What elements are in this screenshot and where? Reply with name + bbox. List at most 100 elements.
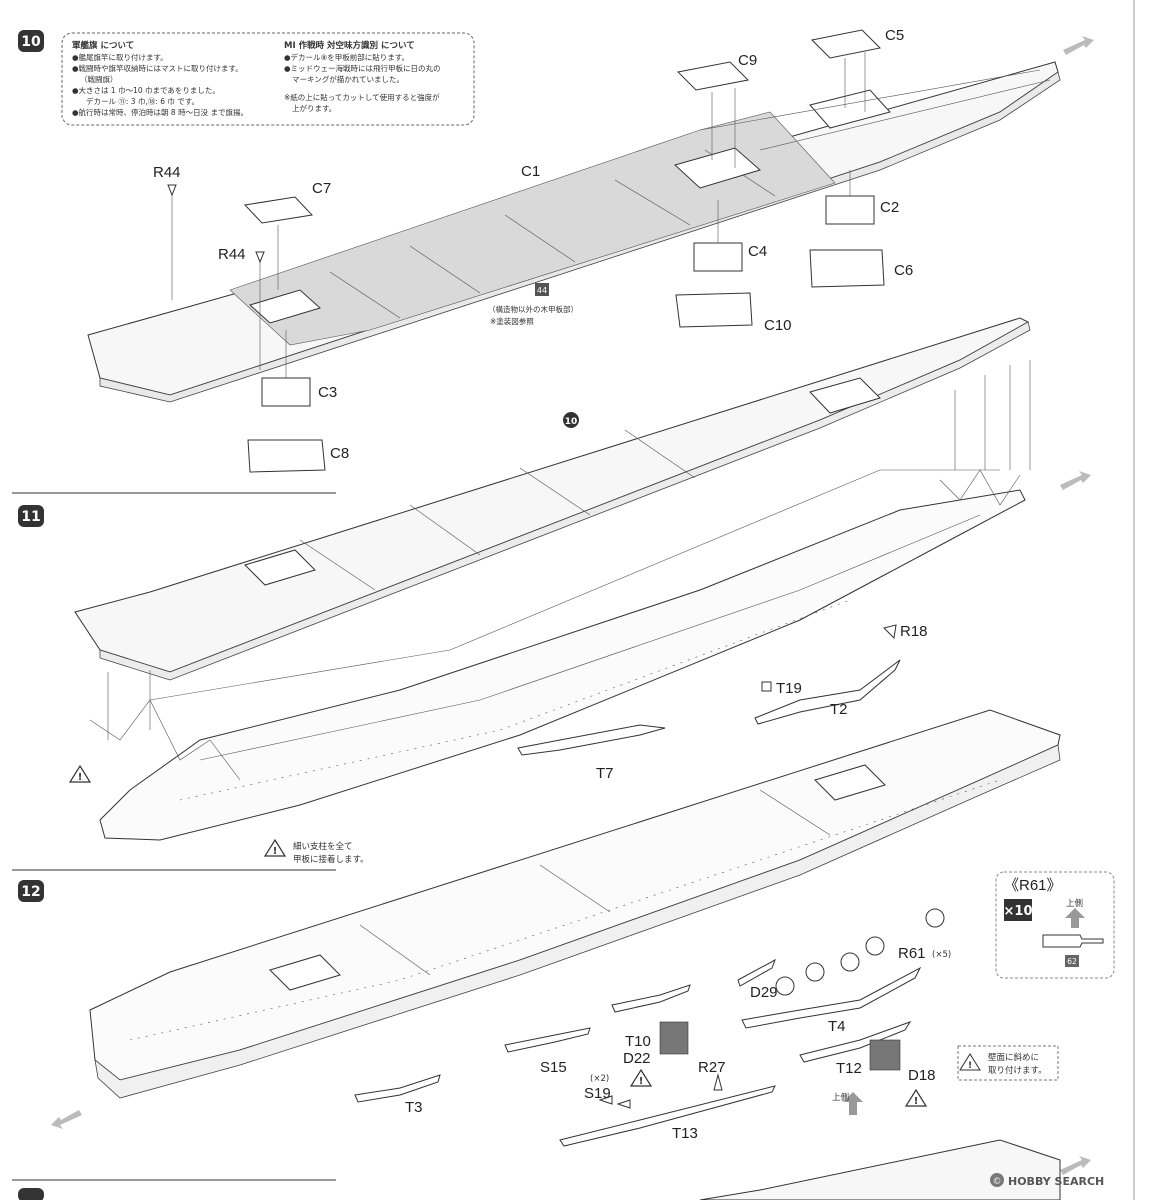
- support-struts: [89, 699, 241, 781]
- label-d29: D29: [750, 984, 778, 1001]
- r61-inset-up: 上側: [1066, 898, 1083, 909]
- warning-icon: [904, 1088, 928, 1107]
- note-left-line: ●戦闘時や旗竿収納時にはマストに取り付けます。: [72, 63, 243, 73]
- label-t12: T12: [836, 1060, 862, 1077]
- step-11-number: 11: [21, 509, 40, 525]
- deck-panel-line: [539, 864, 611, 913]
- part-c8-well: [247, 439, 326, 473]
- part-c9-elevator: [676, 61, 750, 91]
- watermark-symbol: ©: [993, 1177, 1002, 1187]
- part-c6-well: [809, 249, 885, 288]
- label-r44: R44: [218, 246, 246, 263]
- part-t3-boom: [354, 1074, 441, 1103]
- step-10-badge: [18, 30, 44, 52]
- r61-inset-box: [995, 871, 1115, 979]
- part-t12-boom: [799, 1021, 912, 1063]
- note-left-line: ●艦尾旗竿に取り付けます。: [72, 52, 168, 62]
- paint-note: （構造物以外の木甲板部）: [488, 304, 578, 314]
- part-t2-boom: [754, 659, 901, 725]
- warning-icon-mark: !: [78, 772, 83, 783]
- part-r61-gun: [805, 962, 825, 982]
- part-r18: [883, 624, 897, 640]
- warning-icon: [629, 1068, 653, 1087]
- label-r27: R27: [698, 1059, 726, 1076]
- deck-panel-line: [759, 789, 831, 836]
- watermark: © HOBBY SEARCH: [990, 1173, 1104, 1188]
- label-d22: D22: [623, 1050, 651, 1067]
- step-12-badge: [18, 880, 44, 902]
- hull-gallery-line: [199, 514, 981, 761]
- label-r44: R44: [153, 164, 181, 181]
- label-t4: T4: [828, 1018, 846, 1035]
- part-t13-boom: [559, 1085, 776, 1147]
- step-12-number: 12: [21, 884, 40, 900]
- warning-note-text: 壁面に斜めに: [988, 1052, 1039, 1063]
- paint-number-badge: [535, 283, 549, 296]
- step-13-badge: [18, 1188, 44, 1200]
- r61-multiplier-badge: [1004, 899, 1032, 921]
- step-ref-badge: [563, 412, 579, 428]
- note-right-line: ※紙の上に貼ってカットして使用すると強度が: [284, 92, 440, 102]
- note-right-line: ●デカール⑨を甲板前部に貼ります。: [284, 52, 409, 62]
- label-c7: C7: [312, 180, 331, 197]
- elevator: [814, 764, 886, 801]
- part-r27: [713, 1073, 723, 1091]
- label-t13: T13: [672, 1125, 698, 1142]
- label-c1: C1: [521, 163, 540, 180]
- step-11-badge: [18, 505, 44, 527]
- part-s19: [616, 1099, 631, 1109]
- label-r18: R18: [900, 623, 928, 640]
- warning-note-text: 取り付けます。: [988, 1065, 1047, 1076]
- note-right-line: ●ミッドウェー海戦時には飛行甲板に日の丸の: [284, 63, 441, 73]
- deck-panel-line: [614, 179, 691, 226]
- label-r61: R61: [898, 945, 926, 962]
- label-s15: S15: [540, 1059, 567, 1076]
- warning-icon: [68, 764, 92, 783]
- label-s19: S19: [584, 1085, 611, 1102]
- part-d18-rack: [869, 1039, 901, 1071]
- r61-multiplier: ×10: [1004, 904, 1033, 919]
- deck-panel-line: [504, 214, 576, 263]
- note-left-line: デカール ⑪: 3 巾,⑱: 6 巾 です。: [86, 96, 199, 106]
- warning-text: 甲板に接着します。: [293, 854, 369, 865]
- flight-deck-side: [99, 321, 1031, 681]
- next-step-ship-partial: [699, 1139, 1061, 1200]
- label-c5: C5: [885, 27, 904, 44]
- part-s15: [504, 1027, 591, 1053]
- label-c10: C10: [764, 317, 792, 334]
- part-c5-elevator: [810, 29, 882, 59]
- label-t3: T3: [405, 1099, 423, 1116]
- forward-arrow-icon: [1060, 471, 1091, 490]
- step-10: 10 軍艦旗 について ●艦尾旗竿に取り付けます。 ●戦闘時や旗竿収納時にはマス…: [18, 27, 1094, 473]
- part-d22-rack: [659, 1021, 689, 1055]
- note-left-line: ●大きさは 1 巾〜10 巾まであをりました。: [72, 85, 220, 95]
- elevator-opening: [249, 289, 321, 324]
- note-left-line: ●航行時は常時、停泊時は朝 8 時〜日没 まで旗揚。: [72, 107, 248, 117]
- label-t10: T10: [625, 1033, 651, 1050]
- forward-arrow-icon: [1063, 36, 1094, 55]
- elevator: [244, 549, 316, 586]
- label-c3: C3: [318, 384, 337, 401]
- part-r61-gun: [865, 936, 885, 956]
- support-struts: [939, 469, 1021, 506]
- deck-panel-line: [359, 924, 431, 976]
- porthole-row: [179, 599, 851, 801]
- part-c10-well: [675, 292, 753, 328]
- part-t7-boom: [517, 724, 666, 756]
- note-left-line: （戦闘旗）: [80, 74, 118, 84]
- label-c9: C9: [738, 52, 757, 69]
- warning-icon: [263, 838, 287, 857]
- part-r61-gun: [840, 952, 860, 972]
- label-t7: T7: [596, 765, 614, 782]
- part-c4-well: [693, 242, 743, 272]
- label-c8: C8: [330, 445, 349, 462]
- part-r61-gun-detail: [1042, 934, 1104, 948]
- part-r61-gun: [925, 908, 945, 928]
- label-t2: T2: [830, 701, 848, 718]
- warning-icon-mark: !: [273, 846, 278, 857]
- note-left-title: 軍艦旗 について: [72, 40, 134, 51]
- label-c4: C4: [748, 243, 767, 260]
- part-c2-well: [825, 195, 875, 225]
- step-10-number: 10: [21, 34, 41, 50]
- label-r61-count: (×5): [932, 950, 951, 960]
